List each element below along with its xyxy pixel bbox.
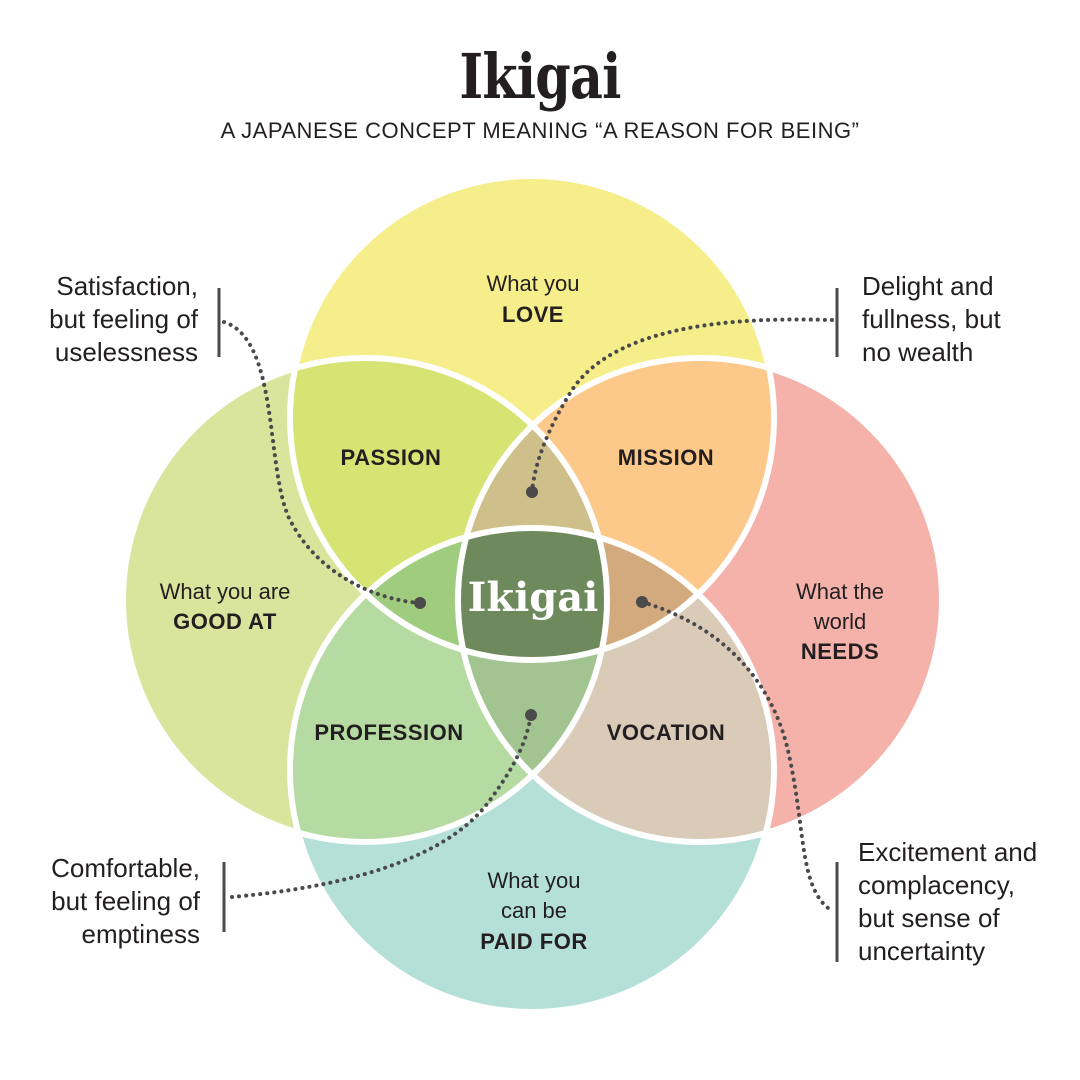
needs-label-line2: world [813, 609, 867, 634]
needs-label-line1: What the [796, 579, 884, 604]
callout-bottom-left: Comfortable, but feeling of emptiness [51, 853, 201, 949]
callout-line: emptiness [82, 919, 201, 949]
love-label-bold: LOVE [502, 302, 564, 327]
callout-line: fullness, but [862, 304, 1002, 334]
page-subtitle: A JAPANESE CONCEPT MEANING “A REASON FOR… [220, 118, 860, 143]
callout-line: uselessness [55, 337, 198, 367]
passion-label: PASSION [341, 445, 442, 470]
callout-line: but feeling of [49, 304, 199, 334]
profession-label: PROFESSION [314, 720, 463, 745]
callout-line: complacency, [858, 870, 1015, 900]
callout-line: Comfortable, [51, 853, 200, 883]
paid-for-label-line1: What you [488, 868, 581, 893]
callout-top-right: Delight and fullness, but no wealth [862, 271, 1002, 367]
callout-bottom-right: Excitement and complacency, but sense of… [858, 837, 1037, 966]
dot-left-lens [414, 597, 426, 609]
profession-region [290, 528, 607, 842]
callout-line: Satisfaction, [56, 271, 198, 301]
good-at-label-line1: What you are [160, 579, 291, 604]
dot-top-lens [526, 486, 538, 498]
dot-right-lens [636, 596, 648, 608]
center-label: Ikigai [468, 574, 599, 621]
leader-bottom-right [640, 600, 830, 910]
dot-bottom-lens [525, 709, 537, 721]
callout-top-left: Satisfaction, but feeling of uselessness [49, 271, 199, 367]
page-title: Ikigai [459, 40, 621, 113]
leader-bottom-left [230, 713, 533, 899]
vocation-label: VOCATION [607, 720, 725, 745]
callout-line: uncertainty [858, 936, 985, 966]
leader-top-right [530, 317, 834, 494]
good-at-label-bold: GOOD AT [173, 609, 277, 634]
callout-line: but sense of [858, 903, 1000, 933]
love-label-line1: What you [487, 271, 580, 296]
callout-line: no wealth [862, 337, 973, 367]
callout-line: Excitement and [858, 837, 1037, 867]
paid-for-label-bold: PAID FOR [480, 929, 587, 954]
paid-for-label-line2: can be [501, 898, 567, 923]
callout-line: but feeling of [51, 886, 201, 916]
callout-line: Delight and [862, 271, 994, 301]
needs-label-bold: NEEDS [801, 639, 879, 664]
mission-label: MISSION [618, 445, 714, 470]
